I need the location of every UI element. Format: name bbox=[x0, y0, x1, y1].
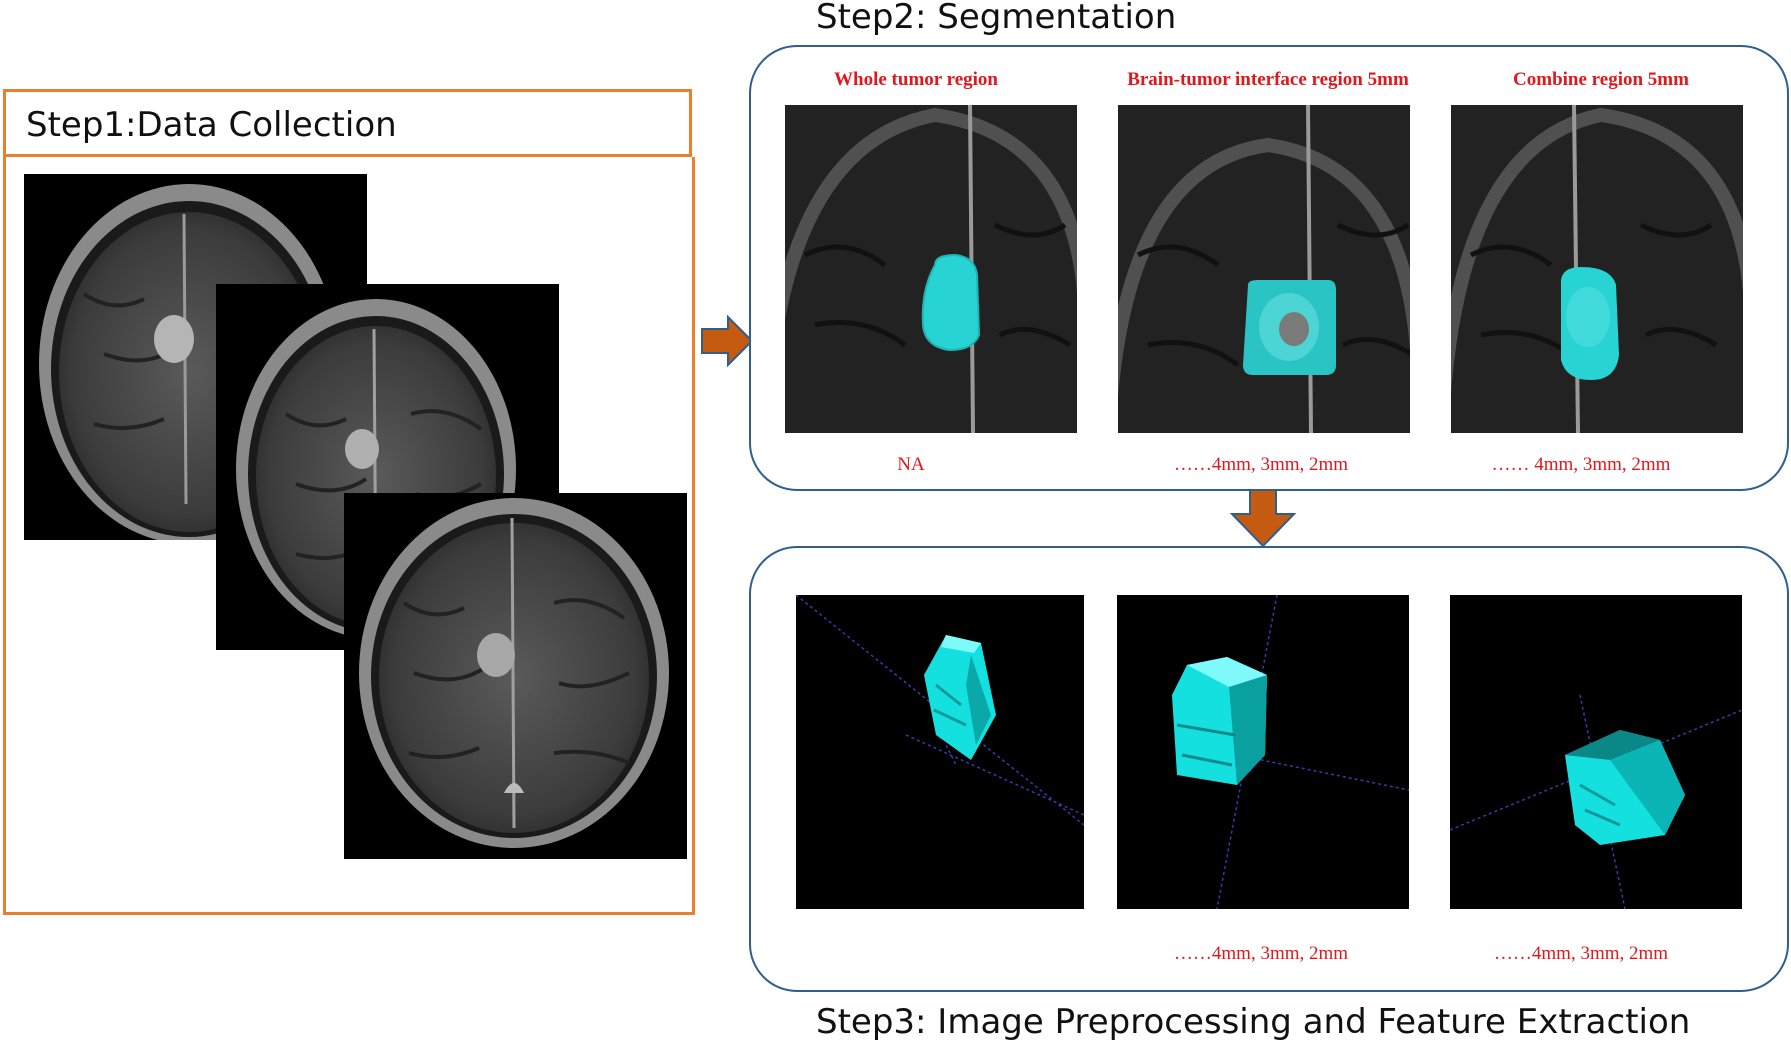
mri-slice-2 bbox=[216, 284, 559, 650]
feature-3d-panel-combine bbox=[1450, 595, 1742, 909]
feature-3d-panel-interface bbox=[1117, 595, 1409, 909]
step1-header: Step1:Data Collection bbox=[3, 89, 692, 157]
step3-title: Step3: Image Preprocessing and Feature E… bbox=[816, 1002, 1691, 1042]
feature-3d-panel-whole-tumor bbox=[796, 595, 1084, 909]
down-arrow-icon bbox=[1228, 488, 1298, 548]
mri-slice-3 bbox=[344, 493, 687, 859]
step2-title: Step2: Segmentation bbox=[816, 0, 1177, 37]
step1-image-stack bbox=[3, 157, 695, 915]
step3-box: ……4mm, 3mm, 2mm ……4mm, 3mm, 2mm bbox=[749, 546, 1789, 992]
seg-panel-whole-tumor bbox=[785, 105, 1077, 433]
step2-box: Whole tumor region Brain-tumor interface… bbox=[749, 45, 1789, 491]
seg-label-whole-tumor: Whole tumor region bbox=[834, 69, 998, 90]
feature-note-interface: ……4mm, 3mm, 2mm bbox=[1173, 943, 1349, 964]
right-arrow-icon bbox=[700, 315, 754, 367]
seg-label-combine: Combine region 5mm bbox=[1513, 69, 1689, 90]
seg-note-interface: ……4mm, 3mm, 2mm bbox=[1173, 454, 1349, 475]
seg-panel-combine bbox=[1451, 105, 1743, 433]
seg-label-interface: Brain-tumor interface region 5mm bbox=[1127, 69, 1409, 90]
seg-note-combine: …… 4mm, 3mm, 2mm bbox=[1491, 454, 1671, 475]
seg-panel-interface bbox=[1118, 105, 1410, 433]
feature-note-combine: ……4mm, 3mm, 2mm bbox=[1493, 943, 1669, 964]
seg-note-whole-tumor: NA bbox=[897, 454, 925, 475]
step1-title: Step1:Data Collection bbox=[26, 105, 397, 145]
